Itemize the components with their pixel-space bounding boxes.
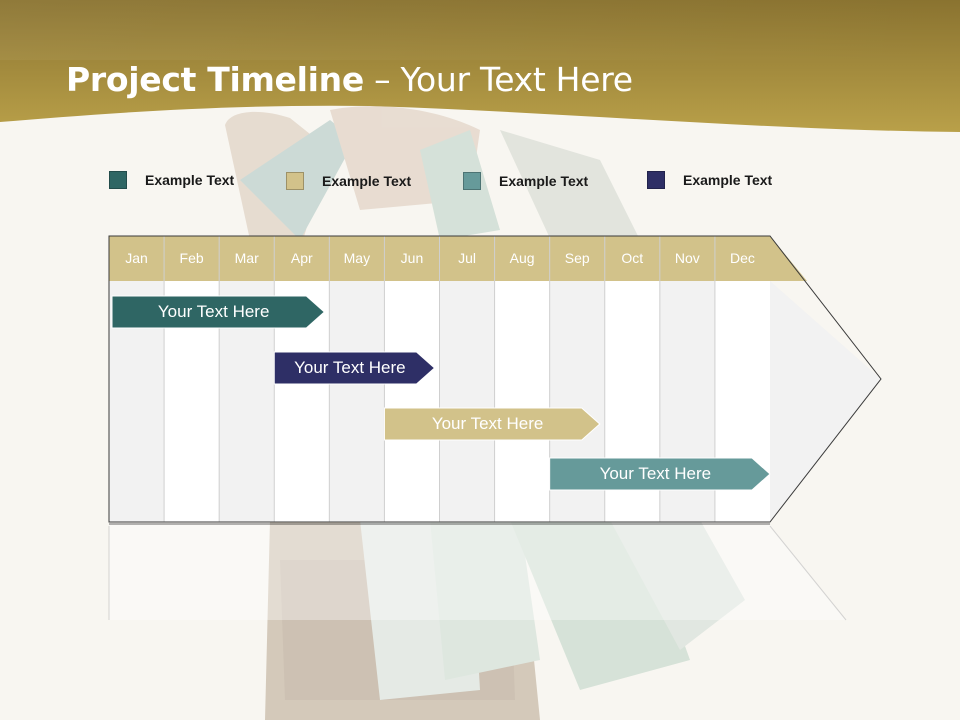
- month-header-cell: [164, 236, 220, 281]
- arrow-head-body: [770, 281, 881, 522]
- month-header-cell: [384, 236, 440, 281]
- month-column: [439, 281, 495, 522]
- month-header-cell: [439, 236, 495, 281]
- faded-photo: [225, 106, 745, 720]
- task-label-1: Your Text Here: [157, 302, 270, 321]
- legend-label-3: Example Text: [499, 173, 589, 189]
- month-header-cell: [659, 236, 715, 281]
- month-label-sep: Sep: [564, 250, 590, 266]
- month-column: [494, 281, 550, 522]
- month-header-cell: [714, 236, 770, 281]
- month-header-cell: [549, 236, 605, 281]
- month-label-apr: Apr: [290, 250, 313, 266]
- month-column: [329, 281, 385, 522]
- legend-label-1: Example Text: [145, 172, 235, 188]
- legend-label-2: Example Text: [322, 173, 412, 189]
- month-label-feb: Feb: [179, 250, 204, 266]
- task-bar-4: [549, 457, 771, 491]
- reflection: [109, 525, 846, 620]
- reflection-diagonal: [769, 525, 847, 621]
- month-header-cell: [604, 236, 660, 281]
- month-header-cell: [329, 236, 385, 281]
- month-label-jan: Jan: [125, 250, 148, 266]
- title-bold: Project Timeline: [66, 60, 364, 99]
- task-bar-1: [111, 295, 326, 329]
- legend-item-1: Example Text: [109, 170, 234, 190]
- task-bar-2: [273, 351, 436, 385]
- legend-swatch-1: [109, 171, 127, 189]
- month-label-mar: Mar: [234, 250, 259, 266]
- month-header-cell: [274, 236, 330, 281]
- month-label-dec: Dec: [729, 250, 755, 266]
- month-header-cell: [219, 236, 275, 281]
- task-label-3: Your Text Here: [431, 414, 544, 433]
- month-header-cell: [109, 236, 165, 281]
- month-label-jul: Jul: [458, 250, 476, 266]
- legend-swatch-3: [463, 172, 481, 190]
- month-label-nov: Nov: [674, 250, 700, 266]
- month-label-jun: Jun: [400, 250, 424, 266]
- month-label-may: May: [343, 250, 371, 266]
- legend-label-4: Example Text: [683, 172, 773, 188]
- legend-item-2: Example Text: [286, 171, 411, 191]
- page-title: Project Timeline – Your Text Here: [66, 60, 633, 99]
- month-label-aug: Aug: [509, 250, 535, 266]
- month-column: [384, 281, 440, 522]
- task-bar-3: [383, 407, 601, 441]
- legend-item-4: Example Text: [647, 170, 772, 190]
- month-header-cell: [494, 236, 550, 281]
- legend-swatch-2: [286, 172, 304, 190]
- month-label-oct: Oct: [621, 250, 644, 266]
- task-label-2: Your Text Here: [294, 358, 406, 377]
- task-label-4: Your Text Here: [599, 464, 712, 483]
- legend-item-3: Example Text: [463, 171, 588, 191]
- timeline-outline: [108, 235, 882, 523]
- legend-swatch-4: [647, 171, 665, 189]
- title-rest: – Your Text Here: [363, 60, 633, 99]
